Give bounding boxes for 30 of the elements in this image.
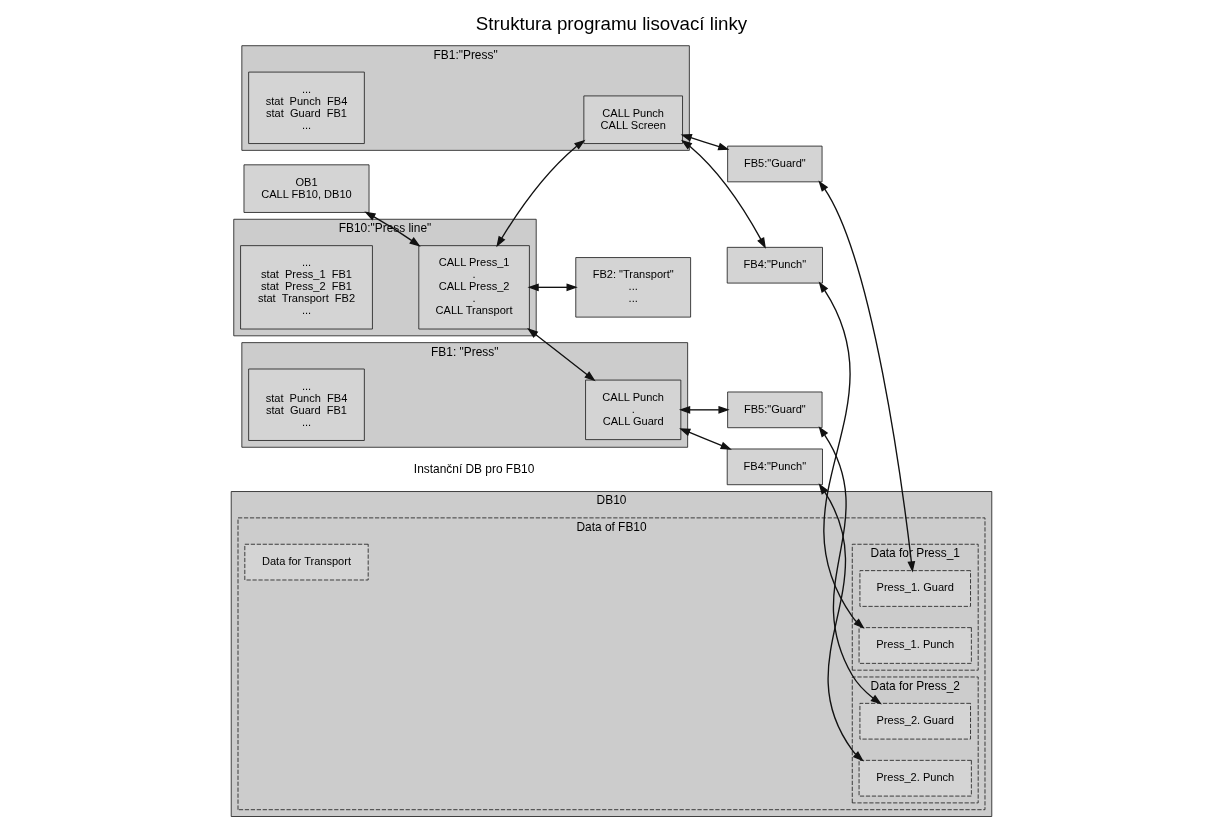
arrow bbox=[817, 180, 915, 573]
node-box: Press_1. Guard bbox=[859, 570, 971, 607]
arrow bbox=[680, 134, 729, 151]
node-box: FB5:"Guard" bbox=[726, 145, 822, 183]
arrow bbox=[818, 426, 882, 705]
node-box: ... stat Punch FB4 stat Guard FB1 ... bbox=[247, 368, 365, 441]
node-box: ... stat Press_1 FB1 stat Press_2 FB1 stat Transport FB2 ... bbox=[239, 245, 373, 330]
node-box: FB2: "Transport" ... ... bbox=[574, 257, 691, 318]
diagram-title: Struktura programu lisovací linky bbox=[475, 13, 747, 35]
node-box: CALL Punch CALL Screen bbox=[582, 95, 683, 144]
node-box: Press_2. Guard bbox=[859, 702, 971, 740]
node-box: FB4:"Punch" bbox=[726, 448, 823, 486]
node-box: CALL Punch . CALL Guard bbox=[584, 379, 681, 441]
node-box: FB5:"Guard" bbox=[726, 391, 822, 429]
arrow bbox=[527, 283, 578, 292]
node-box: ... stat Punch FB4 stat Guard FB1 ... bbox=[247, 71, 365, 144]
arrow bbox=[680, 139, 766, 249]
arrow bbox=[495, 139, 585, 248]
node-label: Instanční DB pro FB10 bbox=[413, 461, 534, 476]
arrow bbox=[818, 483, 864, 762]
node-box: FB4:"Punch" bbox=[726, 246, 823, 284]
arrow bbox=[678, 428, 732, 450]
arrow bbox=[818, 281, 865, 629]
node-box: Press_1. Punch bbox=[858, 627, 972, 664]
node-box: Press_2. Punch bbox=[858, 759, 972, 797]
node-box: OB1 CALL FB10, DB10 bbox=[243, 164, 369, 213]
arrow bbox=[526, 327, 596, 382]
node-box: CALL Press_1 . CALL Press_2 . CALL Transport bbox=[417, 245, 530, 330]
node-box: Data for Transport bbox=[243, 543, 369, 581]
arrow bbox=[678, 405, 730, 414]
